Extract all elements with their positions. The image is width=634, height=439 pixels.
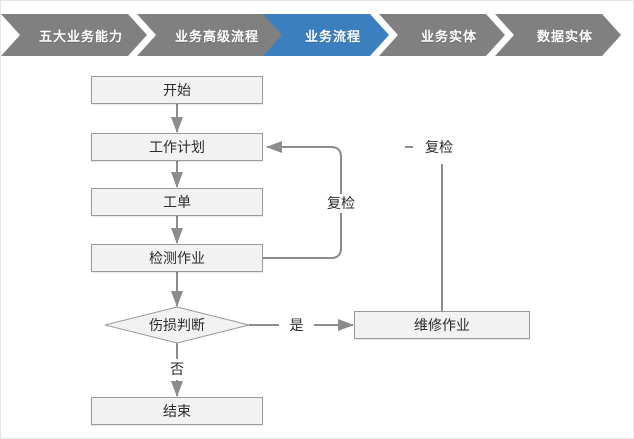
node-workorder[interactable]: 工单 bbox=[91, 188, 263, 216]
node-repair-label: 维修作业 bbox=[414, 317, 470, 333]
edge-label-recheck-repair: 复检 bbox=[413, 137, 465, 157]
node-inspection[interactable]: 检测作业 bbox=[91, 244, 263, 272]
node-decision-label: 伤损判断 bbox=[149, 317, 205, 333]
node-inspection-label: 检测作业 bbox=[149, 250, 205, 266]
node-workplan-label: 工作计划 bbox=[149, 139, 205, 155]
breadcrumb: 五大业务能力 业务高级流程 业务流程 业务实体 数据实体 bbox=[1, 14, 633, 56]
breadcrumb-item-5[interactable]: 数据实体 bbox=[495, 14, 621, 56]
node-end-label: 结束 bbox=[163, 403, 191, 419]
node-repair[interactable]: 维修作业 bbox=[354, 311, 530, 339]
breadcrumb-item-4[interactable]: 业务实体 bbox=[379, 14, 505, 56]
edge-label-yes: 是 bbox=[279, 315, 314, 335]
breadcrumb-item-3-label: 业务流程 bbox=[304, 28, 361, 44]
breadcrumb-item-1[interactable]: 五大业务能力 bbox=[1, 14, 147, 56]
breadcrumb-item-5-label: 数据实体 bbox=[536, 28, 593, 44]
chevron-shape-icon bbox=[379, 14, 505, 56]
node-start[interactable]: 开始 bbox=[91, 76, 263, 104]
node-end[interactable]: 结束 bbox=[91, 397, 263, 425]
chevron-shape-icon bbox=[137, 14, 283, 56]
node-decision[interactable]: 伤损判断 bbox=[105, 307, 249, 343]
edge-label-recheck-loop: 复检 bbox=[315, 194, 367, 213]
breadcrumb-item-1-label: 五大业务能力 bbox=[38, 28, 123, 44]
edge-recheck-loop-upper bbox=[266, 141, 342, 194]
node-start-label: 开始 bbox=[163, 82, 191, 98]
chevron-shape-icon bbox=[263, 14, 389, 56]
node-workorder-label: 工单 bbox=[163, 194, 191, 210]
breadcrumb-item-2[interactable]: 业务高级流程 bbox=[137, 14, 283, 56]
edge-label-no: 否 bbox=[159, 359, 195, 380]
edge-recheck-loop-lower bbox=[263, 213, 342, 259]
breadcrumb-item-3[interactable]: 业务流程 bbox=[263, 14, 389, 56]
chevron-shape-icon bbox=[1, 14, 147, 56]
chevron-shape-icon bbox=[495, 14, 621, 56]
node-workplan[interactable]: 工作计划 bbox=[91, 133, 263, 161]
breadcrumb-item-4-label: 业务实体 bbox=[420, 28, 477, 44]
breadcrumb-item-2-label: 业务高级流程 bbox=[174, 28, 259, 44]
